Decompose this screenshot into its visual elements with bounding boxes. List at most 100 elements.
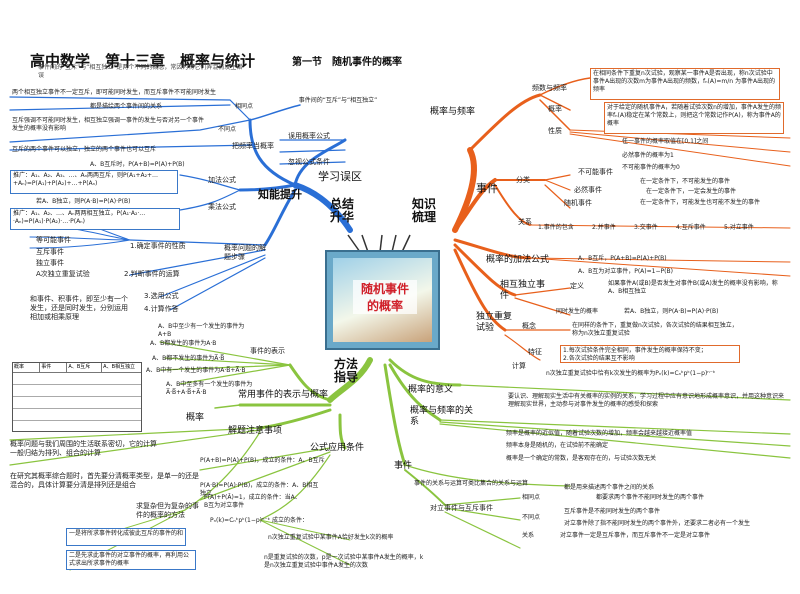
type-mutex: 互斥事件 (36, 248, 64, 256)
formula-mul-basic: 若A、B独立，则P(A·B)=P(A)·P(B) (36, 198, 131, 205)
rep-at-least-one: A、B中至少有一个发生的事件为A+B (158, 323, 245, 338)
rel-opposite: 5.对立事件 (724, 224, 754, 231)
repeat-feature-2: 2.各次试验的结果互不影响 (563, 355, 635, 362)
freqrel-constant: 概率是一个确定的常数，是客观存在的，与试验次数无关 (506, 455, 657, 462)
diff-common: 都要求两个事件不能同时发生的两个事件 (596, 494, 705, 501)
rel-union: 2.并事件 (592, 224, 616, 231)
label-mutex-vs-indep: 事件间的“互斥”与“相互独立” (298, 97, 378, 104)
freqrel-random: 频率本身是随机的，在试验前不能确定 (506, 442, 609, 449)
prop-impossible: 不可能事件的概率为0 (622, 164, 680, 171)
cond-binomial: Pₙ(k)=Cₙᵏpᵏ(1−p)ⁿ⁻ᵏ 成立的条件： (210, 517, 309, 524)
review-label: 知识 梳理 (412, 197, 437, 224)
label-freq-count: 频数与频率 (532, 84, 567, 92)
formula-mul-general: 推广：A₁、A₂、…、Aₙ两两相互独立，P(A₁·A₂·…·Aₙ)=P(A₁)·… (10, 208, 180, 230)
branch-common-rep: 常用事件的表示与概率 (238, 390, 329, 400)
rel-mutex: 4.互斥事件 (676, 224, 706, 231)
label-same-point: 相同点 (235, 103, 254, 110)
label-event-rep: 事件的表示 (250, 347, 285, 355)
rep-at-most-one: A、B中至多有一个发生的事件为A̅·B̅+A·B̅+A̅·B (166, 381, 253, 396)
repeat-feature-1: 1.每次试验条件完全相同，事件发生的概率保持不变； (563, 347, 707, 354)
label-solve-steps: 概率问题的解题步骤 (224, 244, 266, 261)
label-relation-2: 关系 (522, 532, 535, 539)
tip-classify: 在研究其概率综合题时，首先要分清概率类型，是单一的还是混合的，具体计算要分清是排… (10, 472, 199, 489)
summary-label: 总结 升华 (330, 197, 355, 224)
label-property: 性质 (548, 127, 562, 135)
cond-binomial-vars: n是重复试验的次数，p是一次试验中某事件A发生的概率，k是n次独立重复试验中事件… (264, 554, 424, 569)
note-sum-product: 和事件、积事件，即至少有一个发生，还是同时发生，分别运用相加或相乘原理 (30, 295, 128, 321)
cond-add: P(A+B)=P(A)+P(B)，成立的条件：A、B互斥 (200, 457, 325, 464)
branch-notes: 解题注意事项 (228, 426, 283, 436)
meaning-desc: 要认识、理解现实生活中有关概率的实例的关系，学习过程中应有意识地形成概率意识，并… (508, 393, 785, 408)
event-impossible: 不可能事件 (578, 168, 613, 176)
rep-neither: A、B都不发生的事件为A̅·B̅ (152, 355, 225, 362)
prob-table: 概率 事件 A、B互斥 A、B相互独立 (12, 362, 142, 432)
def-probability: 对于给定的随机事件A，若随着试验次数n的增加，事件A发生的频率fₙ(A)稳定在某… (604, 102, 784, 134)
type-indep: 独立事件 (36, 259, 64, 267)
label-relations: 关系 (518, 218, 532, 226)
label-diff-point: 不同点 (218, 126, 237, 133)
prop-certain: 必然事件的概率为1 (622, 152, 674, 159)
page-title: 高中数学 第十三章 概率与统计 (30, 52, 256, 70)
label-opp-mutex: 对立事件与互斥事件 (430, 504, 493, 512)
event-certain: 必然事件 (574, 186, 602, 194)
label-simultaneous: 同时发生的概率 (556, 308, 599, 315)
rel-intersect: 3.交事件 (634, 224, 658, 231)
formula-add-basic: A、B互斥时，P(A+B)=P(A)+P(B) (90, 161, 185, 168)
freqrel-approx: 频率是概率的近似值，随着试验次数的增加，频率会越来越接近概率值 (506, 430, 693, 437)
note-diff-desc: 互斥强调不可能同时发生，相互独立强调一事件的发生与否对另一个事件发生的概率没有影… (12, 117, 205, 132)
branch-meaning: 概率的意义 (408, 385, 454, 395)
label-classify: 分类 (516, 176, 530, 184)
branch-freq-rel: 概率与频率的关系 (410, 406, 474, 427)
cond-complement: P(A)+P(Ā)=1，成立的条件：当A、B互为对立事件 (204, 494, 301, 509)
prob-table-header: 概率 事件 A、B互斥 A、B相互独立 (13, 363, 141, 373)
add-mutex: A、B互斥，P(A+B)=P(A)+P(B) (578, 255, 667, 262)
branch-skills: 知能提升 (258, 188, 302, 201)
event-certain-def: 在一定条件下，一定会发生的事件 (646, 188, 737, 195)
step-1: 1.确定事件的性质 (130, 242, 186, 250)
note-indep-not-mutex: 两个相互独立事件不一定互斥，即可能同时发生，而互斥事件不可能同时发生 (12, 89, 217, 96)
rel-contain: 1.事件的包含 (538, 224, 574, 231)
diff-mutex: 互斥事件是不能同时发生的两个事件 (564, 508, 661, 515)
event-impossible-def: 在一定条件下，不可能发生的事件 (640, 178, 731, 185)
label-feature: 特征 (528, 348, 542, 356)
branch-repeat: 独立重复试验 (476, 312, 513, 333)
label-same-2: 相同点 (522, 494, 541, 501)
card-title-line1: 随机事件 (360, 282, 409, 296)
branch-mislead: 学习误区 (318, 170, 362, 183)
event-random-def: 在一定条件下，可能发生也可能不发生的事件 (640, 199, 761, 206)
diff-opposite: 对立事件除了指不能同时发生的两个事件外，还要求二者必有一个发生 (564, 520, 751, 527)
note-both-describe: 都是描绘两个事件间的关系 (90, 103, 163, 110)
branch-conditions: 公式应用条件 (310, 443, 365, 453)
formula-add-general: 推广：A₁、A₂、A₃、…、Aₙ两两互斥，则P(A₁+A₂+…+Aₙ)=P(A₁… (10, 170, 178, 194)
mislead-ignore-condition: 忽视公式条件 (288, 158, 330, 166)
card-title-line2: 的概率 (366, 299, 403, 313)
tip-life: 概率问题与我们周围的生活联系密切，它的计算一般归结为排列、组合的计算 (10, 440, 157, 457)
label-concept: 概念 (522, 322, 536, 330)
tip-complex: 求复杂但为复杂的事件的概率的方法 (136, 502, 199, 519)
event-random: 随机事件 (564, 199, 592, 207)
repeat-features: 1.每次试验条件完全相同，事件发生的概率保持不变； 2.各次试验的结果互不影响 (560, 345, 740, 363)
step-3: 3.选用公式 (144, 292, 179, 300)
indep-definition: 如果事件A(或B)是否发生对事件B(或A)发生的概率没有影响，称A、B相互独立 (608, 280, 778, 295)
prop-range: 任一事件的概率取值在[0,1]之间 (622, 138, 709, 145)
branch-event: 事件 (476, 182, 498, 195)
branch-prob: 概率 (186, 413, 205, 423)
cond-binomial-meaning: n次独立重复试验中某事件A恰好发生k次的概率 (268, 534, 394, 541)
relation-desc: 对立事件一定是互斥事件，而互斥事件不一定是对立事件 (560, 532, 711, 539)
step-4: 4.计算作答 (144, 305, 179, 313)
label-diff-2: 不同点 (522, 514, 541, 521)
branch-add-formula: 概率的加法公式 (486, 255, 550, 265)
branch-event-2: 事件 (394, 461, 413, 471)
branch-indep: 相互独立事件 (500, 280, 546, 301)
cond-mul: P(A·B)=P(A)·P(B)，成立的条件：A、B相互独立 (200, 482, 319, 497)
section-title: 第一节 随机事件的概率 (292, 57, 402, 68)
label-add-formula: 加法公式 (208, 176, 236, 184)
repeat-concept: 在同样的条件下，重复做n次试验，各次试验的结果相互独立，称为n次独立重复试验 (572, 322, 738, 337)
tip-complement: 二是先求此事件的对立事件的概率，再利用公式求出所求事件的概率 (66, 550, 196, 570)
label-mul-formula: 乘法公式 (208, 203, 236, 211)
event-set-analogy: 事件的关系与运算可类比集合的关系与运算 (414, 480, 529, 487)
same-desc: 都是用来描述两个事件之间的关系 (564, 484, 655, 491)
label-definition: 定义 (570, 282, 584, 290)
add-opposite: A、B互为对立事件，P(A)=1−P(B) (578, 268, 673, 275)
